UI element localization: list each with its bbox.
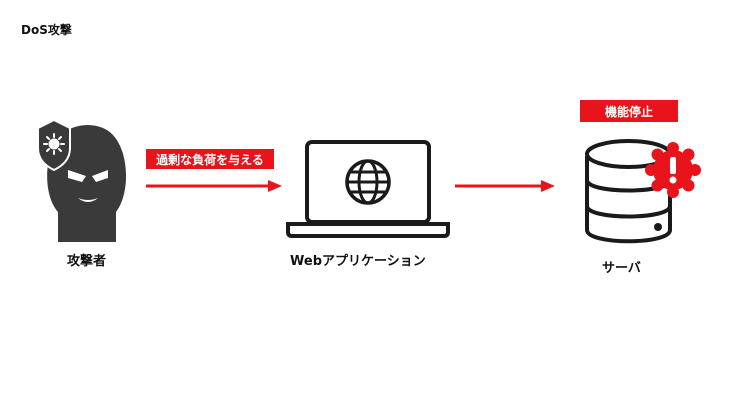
- attacker-icon: [37, 118, 127, 242]
- server-status-badge: 機能停止: [580, 100, 678, 122]
- attack-edge-label: 過剰な負荷を与える: [146, 149, 274, 169]
- arrow-webapp-to-server: [455, 180, 555, 192]
- laptop-globe-icon: [286, 140, 450, 238]
- server-label: サーバ: [602, 261, 641, 276]
- webapp-label: Webアプリケーション: [290, 254, 426, 269]
- attacker-label: 攻撃者: [67, 254, 107, 269]
- server-alert-icon: [585, 139, 701, 244]
- arrow-attacker-to-webapp: [146, 180, 282, 192]
- page-title: DoS攻撃: [21, 23, 72, 37]
